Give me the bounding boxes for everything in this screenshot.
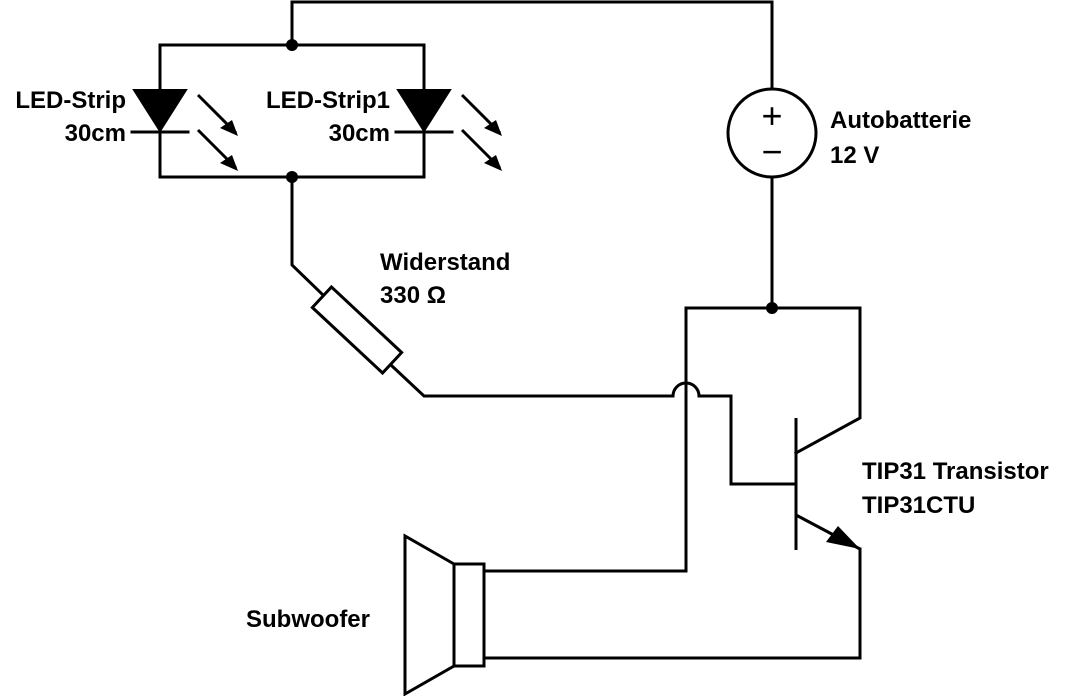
led2-name-label: LED-Strip1 xyxy=(266,87,390,114)
led-strip-2 xyxy=(394,43,502,179)
resistor-value-label: 330 Ω xyxy=(380,282,446,309)
diode-triangle xyxy=(132,89,188,133)
diode-triangle xyxy=(396,89,452,133)
led1-name-label: LED-Strip xyxy=(15,87,126,114)
transistor-npn xyxy=(794,418,861,551)
battery-name-label: Autobatterie xyxy=(830,107,971,134)
speaker-cone xyxy=(403,533,456,696)
transistor-name-label: TIP31 Transistor xyxy=(862,458,1049,485)
junction-dot-top xyxy=(286,39,298,51)
minus-icon: − xyxy=(761,131,782,172)
emitter-arrow-icon xyxy=(826,526,860,549)
light-emission-icon xyxy=(196,93,238,171)
speaker-icon xyxy=(403,533,486,696)
plus-icon: + xyxy=(761,95,782,136)
light-emission-icon xyxy=(460,93,502,171)
wire-rail-to-speaker xyxy=(482,306,688,573)
wire-led-to-resistor xyxy=(290,175,325,297)
battery-value-label: 12 V xyxy=(830,142,879,169)
speaker-magnet xyxy=(452,562,486,668)
led2-value-label: 30cm xyxy=(329,120,390,147)
wire-emitter-to-speaker xyxy=(482,547,862,660)
transistor-value-label: TIP31CTU xyxy=(862,492,975,519)
wire-resistor-to-base xyxy=(389,363,798,486)
wire-top xyxy=(290,0,774,92)
junction-dot-collector xyxy=(766,302,778,314)
led1-value-label: 30cm xyxy=(65,120,126,147)
speaker-name-label: Subwoofer xyxy=(246,606,370,633)
resistor-name-label: Widerstand xyxy=(380,249,510,276)
resistor xyxy=(310,284,404,376)
wire-collector-rail xyxy=(684,306,862,456)
battery-source: + − xyxy=(726,87,818,179)
led-strip-1 xyxy=(130,43,238,179)
